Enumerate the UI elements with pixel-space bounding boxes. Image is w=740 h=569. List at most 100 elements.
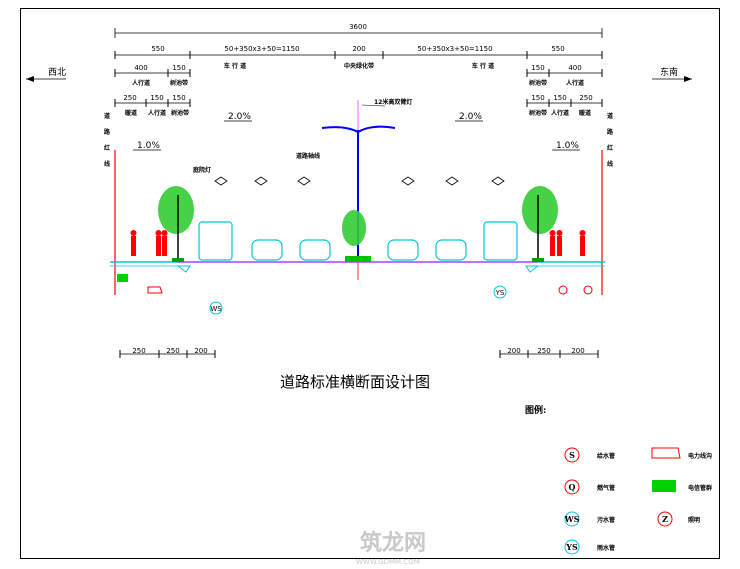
pedestrians-right (549, 230, 586, 256)
bottom-left-dim-1: 250 (132, 347, 145, 355)
tree-median (342, 210, 371, 262)
right-sub2-c: 250 (579, 94, 592, 102)
right-sub2-c-label: 暖道 (579, 109, 591, 117)
red-line-char-2: 路 (104, 128, 111, 136)
left-sub2-a: 250 (123, 94, 136, 102)
bus-right (483, 221, 518, 261)
legend-label-telecom: 电信管群 (688, 484, 712, 492)
legend-heading: 图例: (525, 404, 546, 416)
second-dimension-line: 550 50+350x3+50=1150 200 50+350x3+50=115… (114, 45, 603, 70)
dim-median: 200 (352, 45, 365, 53)
median-label: 中央绿化带 (344, 62, 374, 70)
direction-west-label: 西北 (48, 67, 66, 78)
dim-right-side: 550 (551, 45, 564, 53)
legend-symbol-s: S (569, 450, 575, 460)
legend-gas-icon (564, 479, 580, 495)
legend-label-water: 给水管 (597, 452, 615, 460)
lamp-label: 12米高双臂灯 (374, 98, 412, 106)
left-sub2-c-label: 树池带 (171, 109, 189, 117)
telecom-pipe-symbol (117, 274, 128, 282)
legend-symbol-z: Z (662, 514, 668, 524)
red-line-char-1: 道 (104, 112, 110, 120)
bus-left (198, 221, 233, 261)
legend-water-icon (564, 447, 580, 463)
right-sub-dimensions: 150 400 树池带 人行道 150 150 250 树池带 人行道 暖道 (526, 64, 603, 117)
slope-right-side: 1.0% (556, 141, 579, 151)
left-sub-a: 400 (134, 64, 147, 72)
right-sub-b-label: 人行道 (566, 79, 584, 87)
watermark-sub: WWW.GDMM.COM (356, 558, 420, 566)
red-line-char-r2: 路 (607, 128, 614, 136)
dim-left-carriage: 50+350x3+50=1150 (224, 45, 299, 53)
left-sub2-a-label: 暖道 (125, 109, 137, 117)
ys-pipe (493, 285, 507, 299)
car-left-1 (251, 239, 283, 261)
slope-left-carriage: 2.0% (228, 112, 251, 122)
legend-label-sewage: 污水管 (597, 516, 615, 524)
right-sub-a-label: 树池带 (529, 79, 547, 87)
watermark: 筑龙网 WWW.GDMM.COM (356, 530, 426, 566)
left-sub-b: 150 (172, 64, 185, 72)
legend-lighting-icon (657, 511, 673, 527)
direction-west: 西北 (26, 67, 66, 82)
drawing-frame (20, 8, 720, 559)
gas-pipe (558, 285, 568, 295)
legend-symbol-ys: YS (565, 542, 578, 552)
red-line-char-4: 线 (104, 160, 110, 168)
left-sub2-b: 150 (150, 94, 163, 102)
right-sub-a: 150 (531, 64, 544, 72)
streetlamp-label: 庭院灯 (193, 166, 211, 174)
pipes: WS YS (117, 274, 593, 315)
left-sub-a-label: 人行道 (132, 79, 150, 87)
red-line-char-r1: 道 (607, 112, 613, 120)
legend-label-lighting: 照明 (688, 516, 700, 524)
center-high-mast-lamp: 12米高双臂灯 道路轴线 庭院灯 (193, 98, 412, 280)
dim-right-carriage: 50+350x3+50=1150 (417, 45, 492, 53)
vehicles (198, 221, 518, 261)
legend: 图例: S 给水管 Q 燃气管 WS 污水管 YS 雨水管 电力线沟 电信管群 … (525, 404, 712, 555)
total-width-label: 3600 (349, 23, 367, 31)
legend-symbol-ws: WS (564, 514, 580, 524)
watermark-main: 筑龙网 (360, 530, 426, 556)
red-line-char-r4: 线 (607, 160, 613, 168)
tree-right (522, 186, 558, 262)
bottom-right-dim-2: 250 (537, 347, 550, 355)
slope-left-side: 1.0% (137, 141, 160, 151)
power-duct-symbol (147, 286, 163, 294)
legend-symbol-q: Q (569, 482, 576, 492)
direction-east-label: 东南 (660, 66, 678, 78)
left-sub-dimensions: 400 150 人行道 树池带 250 150 150 暖道 人行道 树池带 (114, 64, 191, 117)
right-sub-b: 400 (568, 64, 581, 72)
bottom-dimensions-left: 250 250 200 (119, 347, 216, 358)
red-line-char-r3: 红 (607, 144, 613, 152)
carriage-label-right: 车 行 道 (472, 62, 494, 70)
left-sub2-c: 150 (172, 94, 185, 102)
right-sub2-b: 150 (553, 94, 566, 102)
ws-pipe (209, 301, 223, 315)
left-sub2-b-label: 人行道 (148, 109, 166, 117)
road-surface (110, 261, 605, 273)
bottom-left-dim-3: 200 (194, 347, 207, 355)
legend-label-rain: 雨水管 (597, 544, 615, 552)
red-line-char-3: 红 (104, 144, 110, 152)
ys-pipe-label: YS (495, 289, 505, 297)
tree-left (158, 186, 194, 262)
red-line-right: 道 路 红 线 (601, 112, 614, 295)
carriage-label-left: 车 行 道 (224, 62, 246, 70)
ws-pipe-label: WS (210, 305, 222, 313)
bottom-dimensions-right: 200 250 200 (499, 347, 599, 358)
car-right-1 (387, 239, 419, 261)
red-line-left: 道 路 红 线 (104, 112, 116, 295)
legend-label-power: 电力线沟 (688, 452, 712, 460)
right-sub2-a: 150 (531, 94, 544, 102)
dim-left-side: 550 (151, 45, 164, 53)
car-left-2 (299, 239, 331, 261)
right-sub2-b-label: 人行道 (551, 109, 569, 117)
legend-sewage-icon (564, 511, 580, 527)
bottom-right-dim-1: 200 (507, 347, 520, 355)
left-sub-b-label: 树池带 (170, 79, 188, 87)
top-total-dimension: 3600 (114, 23, 603, 38)
legend-power-icon (651, 447, 681, 459)
slope-markers: 2.0% 2.0% 1.0% 1.0% (133, 112, 580, 151)
